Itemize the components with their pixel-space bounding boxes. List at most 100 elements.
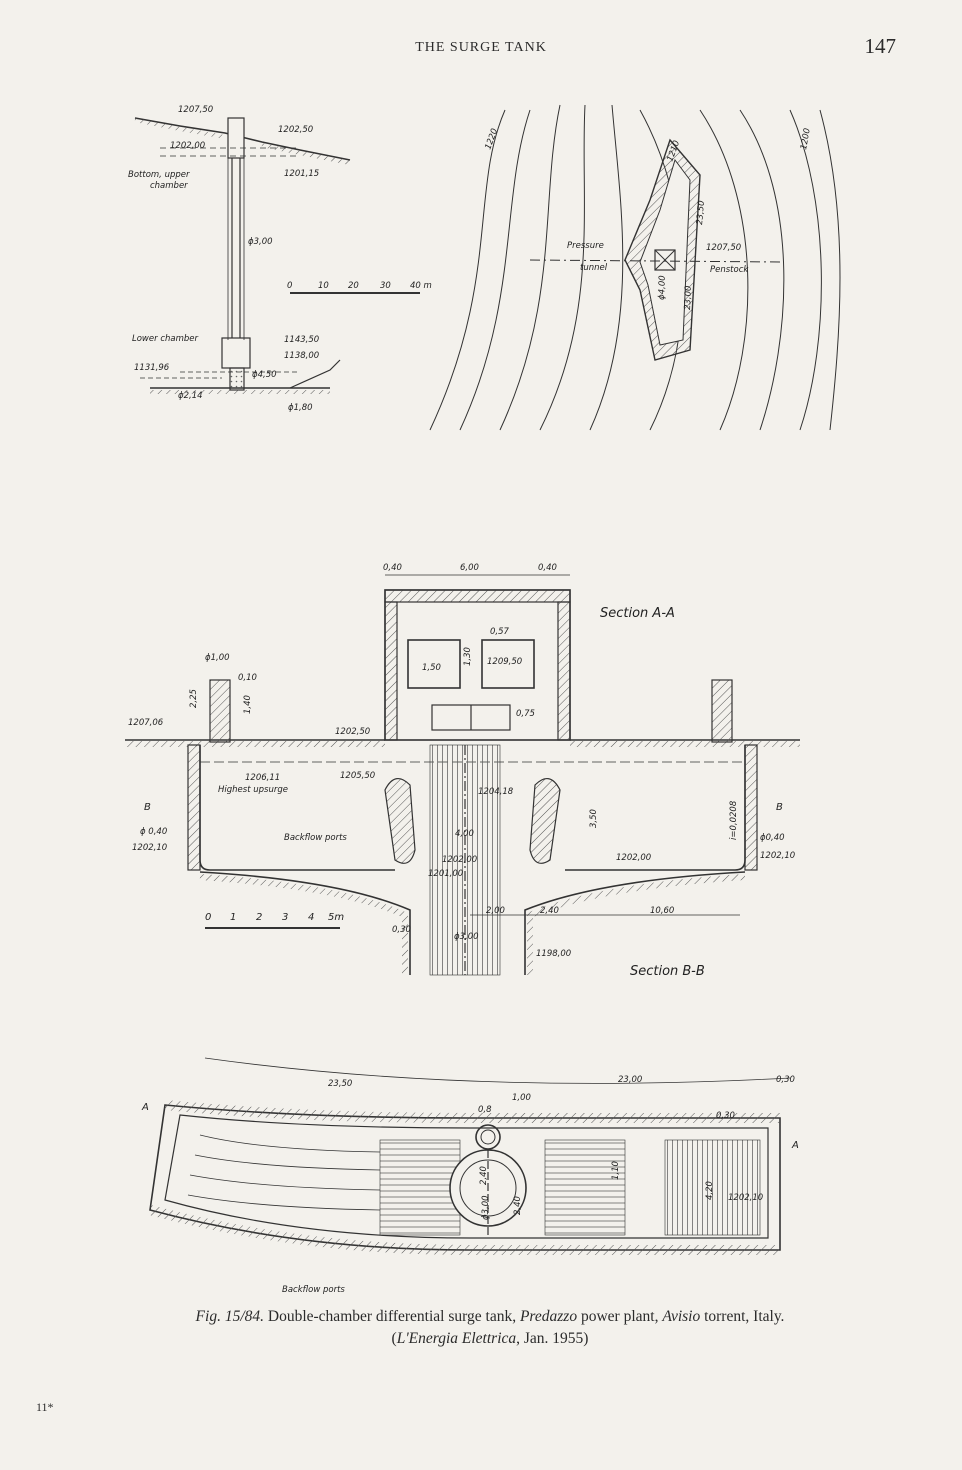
svg-text:0,30: 0,30 bbox=[392, 925, 411, 935]
svg-text:ϕ3,00: ϕ3,00 bbox=[454, 932, 479, 942]
svg-text:2,25: 2,25 bbox=[189, 689, 199, 708]
svg-text:ϕ1,00: ϕ1,00 bbox=[205, 653, 230, 663]
svg-text:1198,00: 1198,00 bbox=[536, 949, 571, 959]
svg-text:1209,50: 1209,50 bbox=[487, 657, 522, 667]
svg-text:B: B bbox=[776, 802, 783, 813]
svg-text:ϕ0,40: ϕ0,40 bbox=[760, 833, 785, 843]
svg-text:1143,50: 1143,50 bbox=[284, 335, 319, 345]
svg-text:Bottom, upper: Bottom, upper bbox=[128, 170, 190, 180]
svg-text:2,40: 2,40 bbox=[513, 1196, 523, 1215]
svg-text:2: 2 bbox=[256, 912, 262, 923]
svg-text:0,40: 0,40 bbox=[538, 563, 557, 573]
svg-text:Highest upsurge: Highest upsurge bbox=[218, 785, 288, 795]
svg-text:0,30: 0,30 bbox=[716, 1111, 735, 1121]
svg-text:1,40: 1,40 bbox=[243, 695, 253, 714]
svg-text:1202,10: 1202,10 bbox=[760, 851, 795, 861]
svg-text:1206,11: 1206,11 bbox=[245, 773, 280, 783]
svg-text:ϕ4,50: ϕ4,50 bbox=[252, 370, 277, 380]
svg-text:A: A bbox=[791, 1140, 799, 1151]
svg-text:0,40: 0,40 bbox=[383, 563, 402, 573]
svg-text:4,20: 4,20 bbox=[705, 1181, 715, 1200]
svg-text:1,50: 1,50 bbox=[422, 663, 441, 673]
svg-text:0: 0 bbox=[205, 912, 211, 923]
caption-source: L'Energia Elettrica bbox=[396, 1330, 517, 1348]
svg-text:Backflow ports: Backflow ports bbox=[284, 833, 347, 843]
svg-text:1207,50: 1207,50 bbox=[706, 243, 741, 253]
svg-text:A: A bbox=[141, 1102, 149, 1113]
svg-text:0,57: 0,57 bbox=[490, 627, 510, 637]
svg-text:ϕ4,00: ϕ4,00 bbox=[657, 275, 668, 300]
section-bb-title: Section B-B bbox=[630, 964, 705, 979]
svg-text:1205,50: 1205,50 bbox=[340, 771, 375, 781]
svg-text:0: 0 bbox=[287, 281, 292, 291]
svg-text:tunnel: tunnel bbox=[580, 263, 608, 273]
profile-drawing bbox=[134, 117, 420, 394]
svg-text:1131,96: 1131,96 bbox=[134, 363, 170, 373]
svg-text:3: 3 bbox=[282, 912, 288, 923]
section-drawing bbox=[125, 574, 800, 976]
svg-text:1: 1 bbox=[230, 912, 236, 923]
caption-fig-number: Fig. 15/84. bbox=[195, 1308, 265, 1325]
section-labels: Section A-A Section B-B 0,40 6,00 0,40 0… bbox=[128, 563, 795, 979]
svg-text:1202,00: 1202,00 bbox=[442, 855, 477, 865]
svg-text:4: 4 bbox=[308, 912, 314, 923]
svg-text:chamber: chamber bbox=[150, 181, 188, 191]
svg-text:1,00: 1,00 bbox=[512, 1093, 531, 1103]
svg-text:10,60: 10,60 bbox=[650, 906, 674, 916]
contour-plan bbox=[429, 104, 841, 431]
contour-plan-labels: 1220 1210 1200 Pressure tunnel Penstock … bbox=[483, 127, 812, 310]
svg-text:30: 30 bbox=[380, 281, 391, 291]
technical-figure: 1207,50 1202,50 1202,00 1201,15 Bottom, … bbox=[125, 104, 841, 1295]
svg-text:1202,50: 1202,50 bbox=[278, 125, 313, 135]
svg-text:1,10: 1,10 bbox=[611, 1161, 621, 1180]
svg-text:0,30: 0,30 bbox=[776, 1075, 795, 1085]
svg-text:ϕ1,80: ϕ1,80 bbox=[288, 403, 313, 413]
svg-text:1202,50: 1202,50 bbox=[335, 727, 370, 737]
svg-text:2,40: 2,40 bbox=[540, 906, 559, 916]
svg-text:1207,06: 1207,06 bbox=[128, 718, 164, 728]
svg-text:1207,50: 1207,50 bbox=[178, 105, 213, 115]
svg-text:1200: 1200 bbox=[799, 127, 813, 150]
svg-text:0,8: 0,8 bbox=[478, 1105, 492, 1115]
svg-text:ϕ2,14: ϕ2,14 bbox=[178, 391, 203, 401]
svg-text:1,30: 1,30 bbox=[463, 647, 473, 666]
svg-text:Backflow ports: Backflow ports bbox=[282, 1285, 345, 1295]
svg-text:23,00: 23,00 bbox=[618, 1075, 642, 1085]
svg-text:20: 20 bbox=[348, 281, 359, 291]
svg-text:40 m: 40 m bbox=[410, 281, 432, 291]
svg-text:10: 10 bbox=[318, 281, 329, 291]
svg-text:1220: 1220 bbox=[483, 127, 500, 151]
plan-drawing bbox=[148, 1057, 791, 1255]
svg-text:6,00: 6,00 bbox=[460, 563, 479, 573]
svg-text:1204,18: 1204,18 bbox=[478, 787, 514, 797]
svg-text:0,75: 0,75 bbox=[516, 709, 535, 719]
svg-text:i=0,0208: i=0,0208 bbox=[729, 800, 739, 840]
page-number: 147 bbox=[864, 34, 897, 58]
section-aa-title: Section A-A bbox=[600, 606, 675, 621]
svg-text:1202,00: 1202,00 bbox=[170, 141, 205, 151]
svg-text:2,40: 2,40 bbox=[479, 1166, 489, 1185]
svg-text:0,10: 0,10 bbox=[238, 673, 257, 683]
svg-text:ϕ 0,40: ϕ 0,40 bbox=[140, 827, 167, 837]
figure-caption: Fig. 15/84. Double-chamber differential … bbox=[195, 1308, 785, 1348]
svg-text:3,50: 3,50 bbox=[589, 809, 599, 828]
svg-text:1202,10: 1202,10 bbox=[728, 1193, 763, 1203]
svg-text:B: B bbox=[144, 802, 151, 813]
svg-text:1201,00: 1201,00 bbox=[428, 869, 463, 879]
plan-labels: 23,50 23,00 0,30 1,00 0,8 0,30 A A 2,40 … bbox=[141, 1075, 799, 1295]
svg-text:1202,10: 1202,10 bbox=[132, 843, 167, 853]
svg-text:1202,00: 1202,00 bbox=[616, 853, 651, 863]
svg-text:1138,00: 1138,00 bbox=[284, 351, 319, 361]
svg-text:2,00: 2,00 bbox=[486, 906, 505, 916]
svg-text:Penstock: Penstock bbox=[710, 265, 749, 275]
svg-text:1201,15: 1201,15 bbox=[284, 169, 319, 179]
svg-text:23,00: 23,00 bbox=[683, 285, 694, 310]
svg-text:4,00: 4,00 bbox=[455, 829, 474, 839]
svg-text:ϕ3,00: ϕ3,00 bbox=[481, 1195, 491, 1220]
svg-text:ϕ3,00: ϕ3,00 bbox=[248, 237, 273, 247]
running-head: THE SURGE TANK bbox=[415, 40, 547, 55]
svg-text:23,50: 23,50 bbox=[695, 200, 707, 225]
svg-text:Lower chamber: Lower chamber bbox=[132, 334, 198, 344]
svg-text:Pressure: Pressure bbox=[567, 241, 604, 251]
